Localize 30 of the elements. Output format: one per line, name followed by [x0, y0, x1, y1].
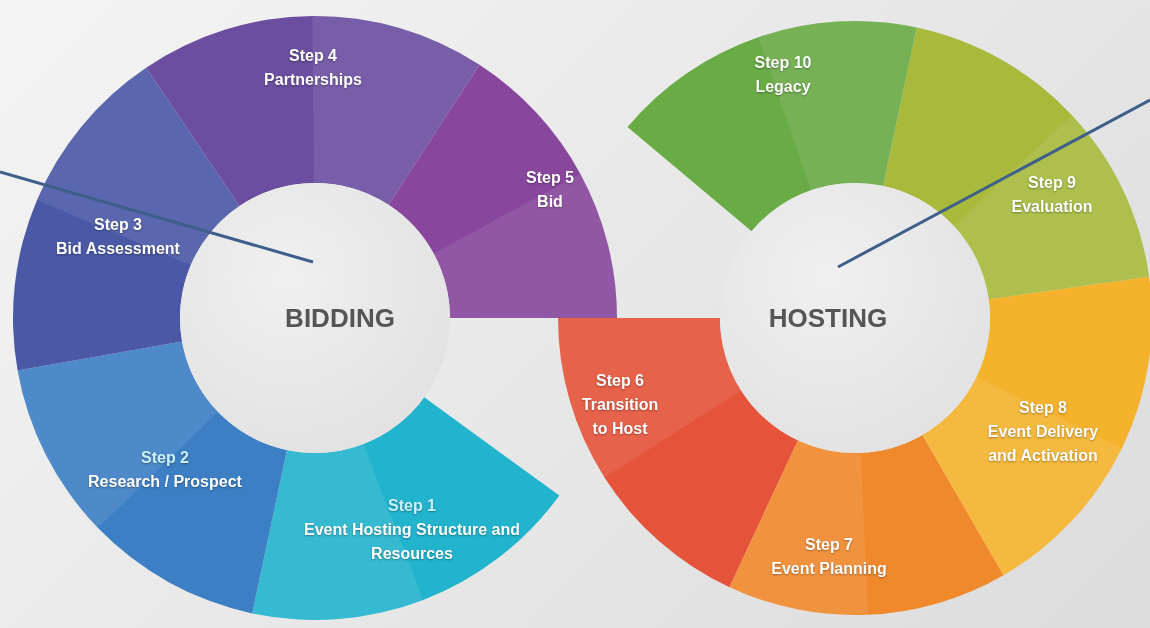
- step-number: Step 1: [387, 496, 437, 516]
- step-name: Legacy: [754, 77, 812, 97]
- step-name: Research / Prospect: [87, 472, 243, 492]
- ring-segment: [146, 16, 480, 207]
- step-name: Bid Assessment: [55, 239, 181, 259]
- phase-title: BIDDING: [285, 302, 395, 334]
- step-name: Bid: [536, 192, 564, 212]
- step-number: Step 6: [595, 371, 645, 391]
- step-name: Event Hosting Structure and Resources: [303, 520, 521, 564]
- ring-segment: [252, 397, 560, 620]
- step-name: Event Delivery and Activation: [986, 422, 1100, 466]
- ring-segment: [627, 21, 917, 232]
- step-name: Partnerships: [263, 70, 363, 90]
- step-number: Step 10: [753, 53, 813, 73]
- ring-segment: [13, 67, 240, 371]
- step-number: Step 9: [1027, 173, 1077, 193]
- ring-segment: [883, 27, 1150, 300]
- step-name: Event Planning: [770, 559, 888, 579]
- step-number: Step 7: [804, 535, 854, 555]
- leader-line: [0, 170, 314, 264]
- ring-segment: [17, 341, 287, 614]
- step-name: Transition to Host: [580, 395, 660, 439]
- step-name: Evaluation: [1010, 197, 1094, 217]
- step-number: Step 8: [1018, 398, 1068, 418]
- step-number: Step 2: [140, 448, 190, 468]
- phase-title: HOSTING: [768, 302, 888, 334]
- step-number: Step 3: [93, 215, 143, 235]
- step-number: Step 4: [288, 46, 338, 66]
- step-number: Step 5: [525, 168, 575, 188]
- leader-line: [837, 98, 1150, 269]
